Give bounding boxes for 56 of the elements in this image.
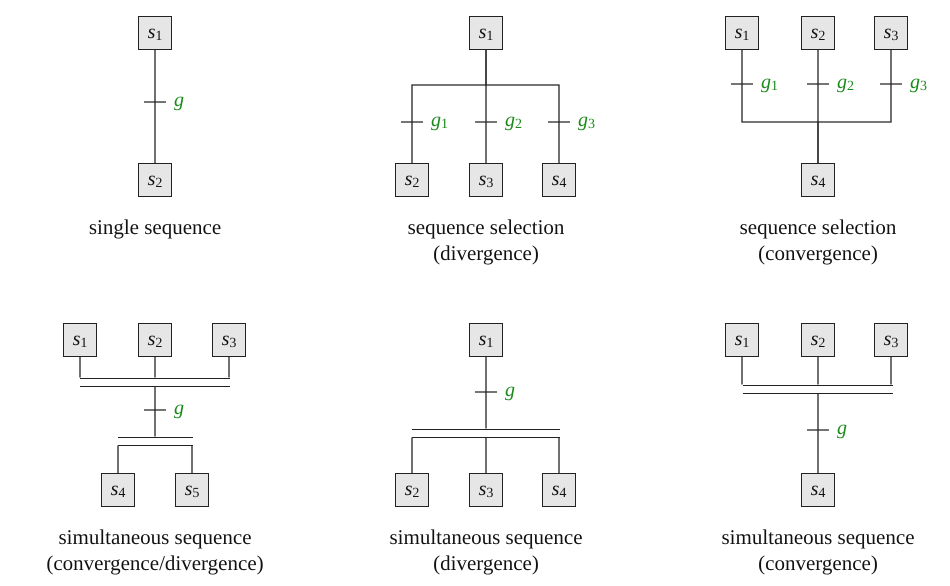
step-box: s$_{3}$ [469,473,503,507]
caption: simultaneous sequence (divergence) [388,524,584,576]
connector-line [411,438,413,473]
connector-line [154,50,156,163]
connector-line [191,446,193,473]
connector-line [154,357,156,378]
edge-label: g$_{3}$ [910,72,927,94]
step-box: s$_{3}$ [874,16,908,50]
step-box: s$_{3}$ [212,323,246,357]
step-box: s$_{5}$ [175,473,209,507]
connector-line [558,438,560,473]
caption: sequence selection (divergence) [406,214,566,266]
connector-line [890,357,892,384]
step-box: s$_{1}$ [63,323,97,357]
caption: simultaneous sequence (convergence) [720,524,916,576]
edge-label: g$_{2}$ [505,110,522,132]
connector-line [485,50,560,163]
edge-label: g [174,90,184,110]
step-box: s$_{1}$ [725,323,759,357]
step-box: s$_{1}$ [469,16,503,50]
edge-label: g$_{2}$ [837,72,854,94]
connector-line [228,357,230,378]
edge-label: g$_{1}$ [761,72,778,94]
step-box: s$_{2}$ [395,473,429,507]
step-box: s$_{4}$ [542,473,576,507]
connector-line [117,446,119,473]
connector-line [485,438,487,473]
connector-line [485,357,487,428]
step-box: s$_{4}$ [542,163,576,197]
caption: sequence selection (convergence) [738,214,898,266]
caption: single sequence [88,214,222,240]
edge-label: g$_{3}$ [578,110,595,132]
step-box: s$_{2}$ [801,16,835,50]
step-box: s$_{1}$ [725,16,759,50]
step-box: s$_{4}$ [101,473,135,507]
edge-label: g [174,398,184,418]
caption: simultaneous sequence (convergence/divergence) [45,524,265,576]
connector-line [741,357,743,384]
step-box: s$_{2}$ [801,323,835,357]
step-box: s$_{3}$ [469,163,503,197]
connector-line [817,357,819,384]
step-box: s$_{3}$ [874,323,908,357]
connector-line [79,357,81,378]
step-box: s$_{4}$ [801,473,835,507]
edge-label: g$_{1}$ [431,110,448,132]
step-box: s$_{2}$ [395,163,429,197]
edge-label: g [505,380,515,400]
step-box: s$_{1}$ [138,16,172,50]
connector-line [154,386,156,436]
connector-line [817,394,819,473]
edge-label: g [837,418,847,438]
step-box: s$_{2}$ [138,163,172,197]
connector-line [817,50,892,163]
step-box: s$_{2}$ [138,323,172,357]
step-box: s$_{1}$ [469,323,503,357]
step-box: s$_{4}$ [801,163,835,197]
